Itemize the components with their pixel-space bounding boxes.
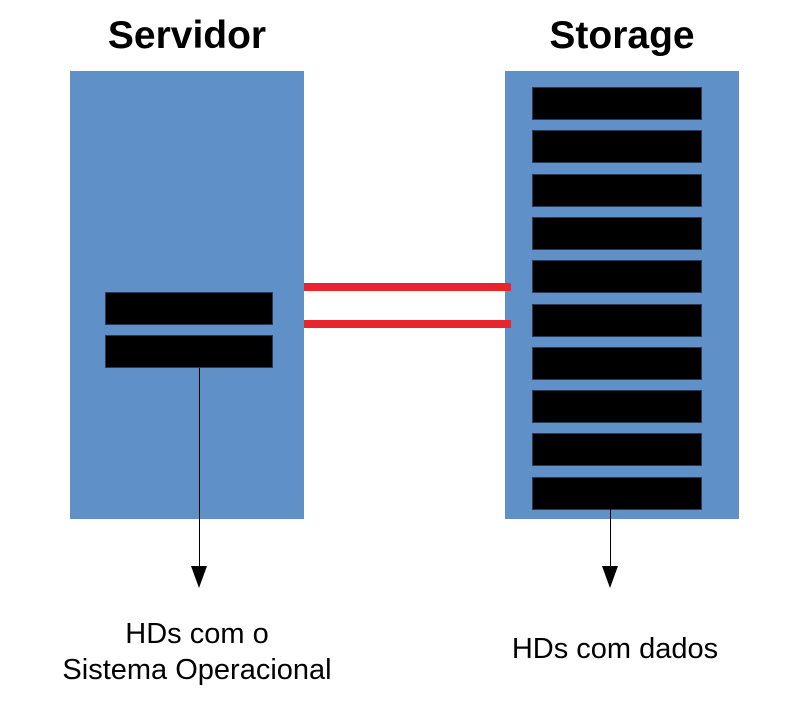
server-caption: HDs com o Sistema Operacional — [22, 616, 372, 688]
storage-disk — [532, 346, 702, 380]
connection-line-top — [304, 283, 511, 291]
storage-box — [505, 71, 739, 519]
storage-disk — [532, 260, 702, 294]
server-connector — [199, 368, 200, 568]
server-arrow-icon — [191, 566, 207, 588]
storage-disk — [532, 173, 702, 207]
storage-caption: HDs com dados — [511, 633, 719, 665]
storage-disk — [532, 433, 702, 467]
server-box — [70, 71, 304, 519]
storage-disk — [532, 130, 702, 164]
server-title: Servidor — [107, 14, 267, 57]
server-caption-line-2: Sistema Operacional — [62, 654, 332, 686]
server-caption-line-1: HDs com o — [125, 618, 269, 650]
storage-disk — [532, 390, 702, 424]
storage-title: Storage — [549, 14, 695, 57]
storage-connector — [610, 509, 611, 568]
storage-arrow-icon — [602, 566, 618, 588]
storage-disk — [532, 303, 702, 337]
server-disk — [105, 292, 273, 325]
storage-disk — [532, 87, 702, 120]
server-disk — [105, 335, 273, 368]
connection-line-bottom — [304, 320, 511, 328]
storage-disk — [532, 216, 702, 250]
storage-disk — [532, 476, 702, 510]
